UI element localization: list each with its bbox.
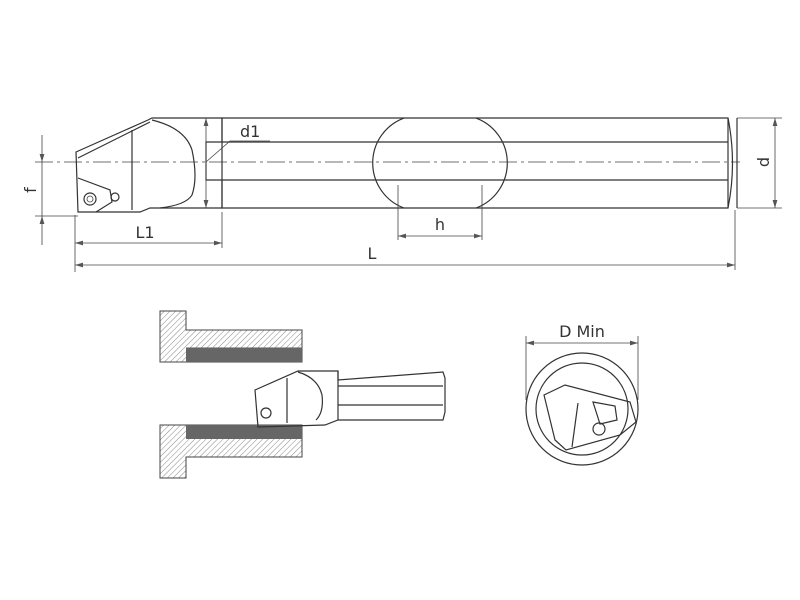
dimension-h: h [397,185,483,240]
tool-head [75,117,223,213]
dimension-d: d [737,117,782,209]
label-L1: L1 [135,223,154,242]
tool-side-view: f d1 L1 L h [21,117,782,272]
dimension-d1: d1 [203,118,270,208]
application-view [159,310,446,479]
head-section [543,384,637,451]
label-f: f [21,187,40,193]
flat-ball-profile [372,117,508,209]
label-d-min: D Min [559,322,605,341]
thread-top [186,348,302,362]
shank [221,117,738,209]
insert-screw-icon [83,192,97,206]
bore-circle [525,352,639,466]
thread-bottom [186,425,302,439]
dimension-f: f [21,135,78,245]
dimension-L1: L1 [74,212,223,272]
label-L: L [368,244,377,263]
bar-circle [535,362,629,456]
label-h: h [435,215,445,234]
insert-screw-icon [592,422,606,436]
end-view: D Min [525,322,639,466]
dimension-L: L [75,210,736,270]
label-d: d [754,157,773,167]
label-d1: d1 [240,122,260,141]
tool-in-bore [254,370,446,428]
